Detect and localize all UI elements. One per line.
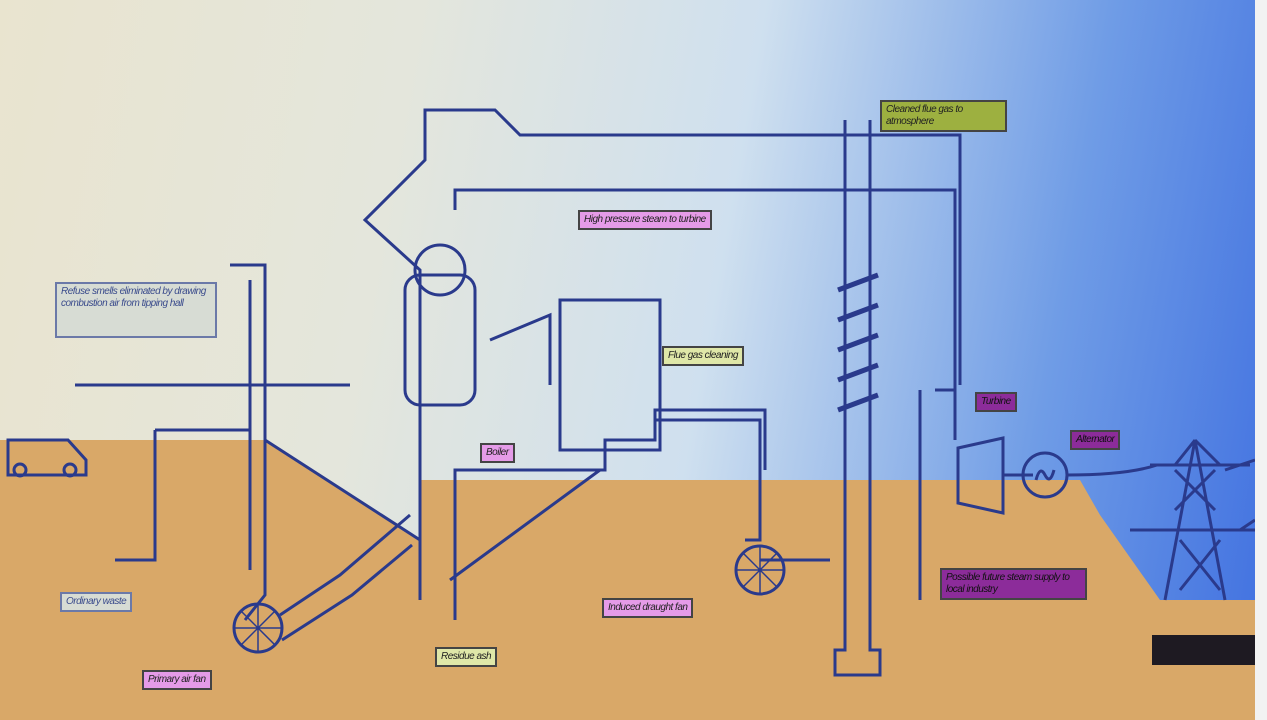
alternator-label: Alternator — [1070, 430, 1121, 450]
primary-air-fan-label: Primary air fan — [142, 670, 212, 690]
steam-pipe — [918, 388, 957, 600]
residue-ash-label: Residue ash — [435, 647, 498, 667]
waste-truck — [6, 438, 88, 477]
ground — [0, 440, 1255, 720]
photo-frame-edge — [1255, 0, 1267, 720]
refuse-smells-label: Refuse smells eliminated by drawing comb… — [55, 282, 217, 338]
induced-draught-fan-label: Induced draught fan — [602, 598, 694, 618]
boiler-drum — [403, 273, 477, 407]
future-steam-label: Possible future steam supply to local in… — [940, 568, 1087, 600]
primary-air-duct — [230, 263, 267, 621]
boiler-label: Boiler — [480, 443, 515, 463]
pylon — [1130, 438, 1255, 601]
flue-gas-cleaning-label: Flue gas cleaning — [662, 346, 744, 366]
chimney — [833, 120, 882, 677]
flue-duct — [655, 418, 830, 562]
turbine — [956, 436, 1033, 515]
cleaned-flue-gas-label: Cleaned flue gas to atmosphere — [880, 100, 1007, 132]
boiler-outline — [362, 108, 962, 620]
waste-bunker — [115, 428, 250, 562]
high-pressure-steam-label: High pressure steam to turbine — [578, 210, 712, 230]
ordinary-waste-label: Ordinary waste — [60, 592, 133, 612]
grate — [264, 438, 421, 542]
label-box-dark — [1152, 635, 1257, 665]
turbine-label: Turbine — [975, 392, 1017, 412]
